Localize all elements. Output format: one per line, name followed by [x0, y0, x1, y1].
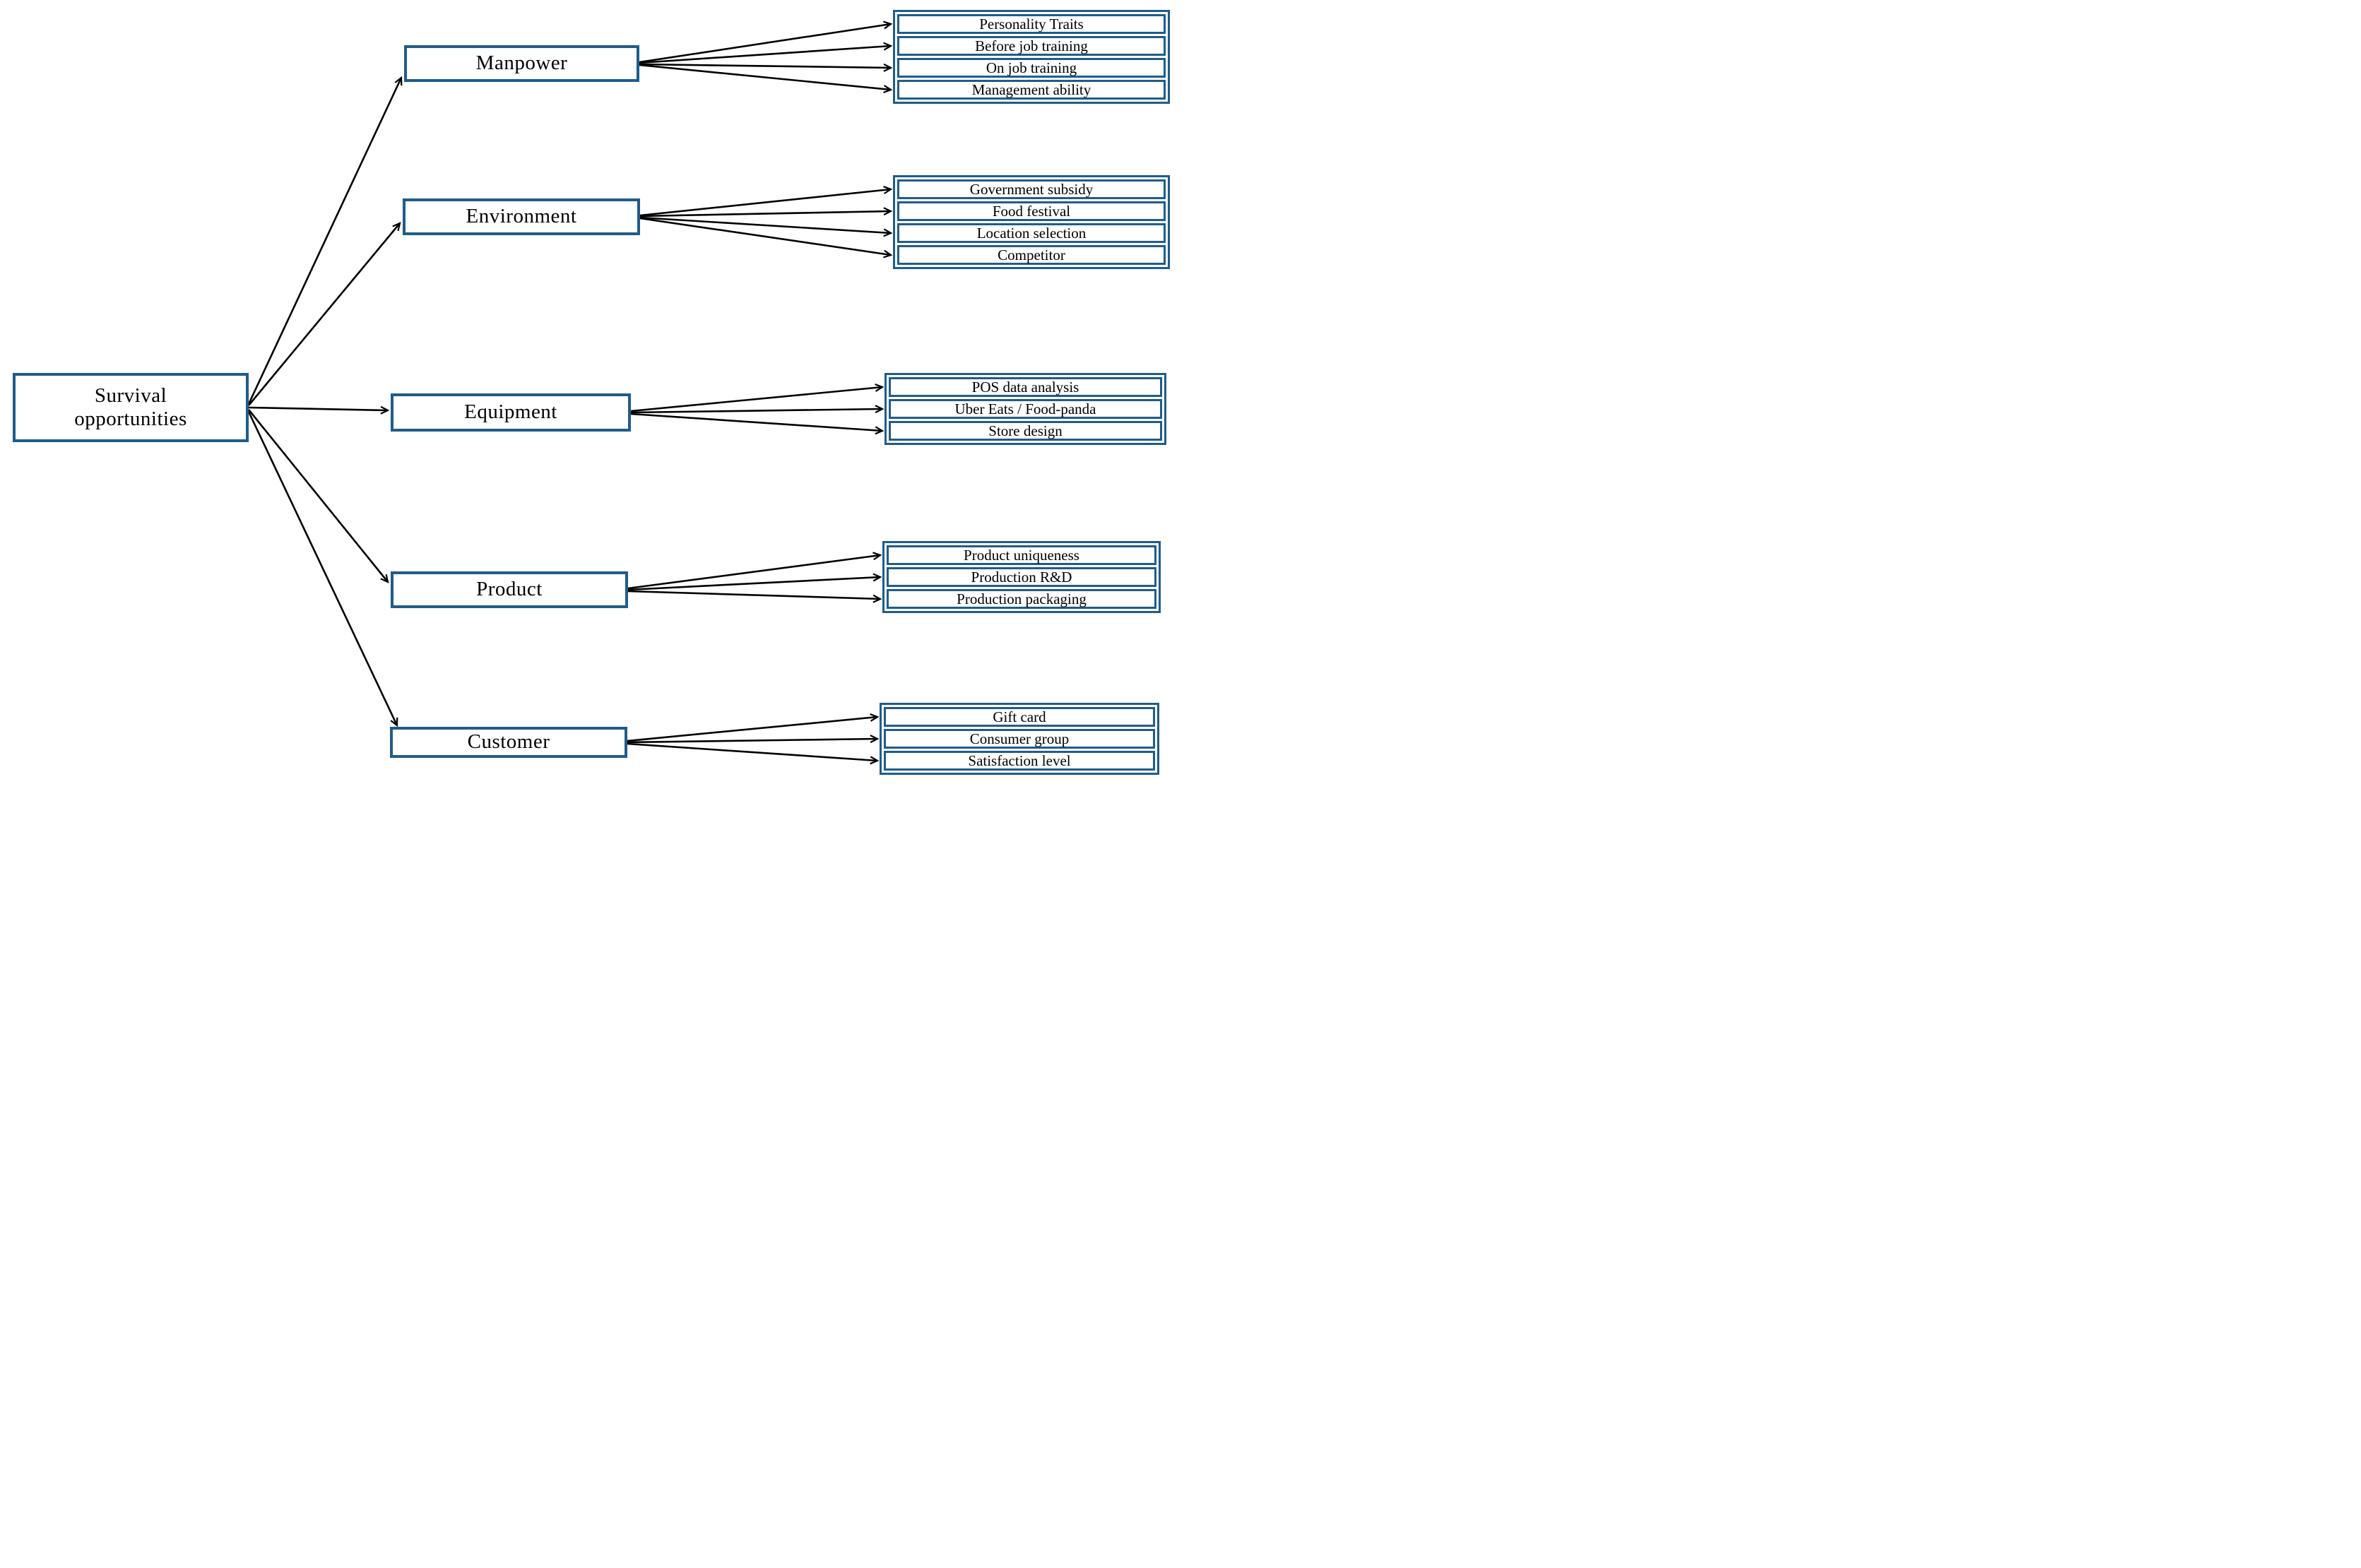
leaf-node-uber-eats-food-panda: Uber Eats / Food-panda: [889, 399, 1162, 419]
arrow-customer-leaf-2: [627, 742, 880, 765]
category-label: Equipment: [464, 400, 557, 424]
leaf-group-customer: Gift card Consumer group Satisfaction le…: [880, 703, 1159, 775]
leaf-group-product: Product uniqueness Production R&D Produc…: [882, 541, 1161, 613]
leaf-label: Product uniqueness: [964, 546, 1079, 564]
category-node-environment: Environment: [403, 198, 640, 235]
category-node-equipment: Equipment: [391, 393, 631, 432]
leaf-node-personality-traits: Personality Traits: [897, 14, 1166, 34]
leaf-label: Consumer group: [969, 730, 1070, 747]
leaf-label: Uber Eats / Food-panda: [954, 400, 1096, 417]
leaf-label: Before job training: [975, 37, 1088, 54]
arrow-equipment-leaf-2: [630, 412, 884, 435]
root-node-survival-opportunities: Survival opportunities: [13, 373, 249, 442]
leaf-node-consumer-group: Consumer group: [884, 729, 1155, 749]
arrow-customer-leaf-0: [627, 713, 880, 742]
leaf-label: POS data analysis: [971, 378, 1079, 396]
arrow-equipment-leaf-0: [630, 383, 884, 412]
arrow-root-to-product: [247, 409, 389, 583]
arrow-product-leaf-0: [627, 552, 882, 590]
arrow-customer-leaf-1: [627, 735, 880, 744]
leaf-label: Food festival: [992, 202, 1071, 220]
leaf-label: Location selection: [976, 224, 1087, 242]
leaf-group-manpower: Personality Traits Before job training O…: [893, 10, 1170, 104]
diagram-canvas: Survival opportunities Manpower Environm…: [0, 0, 1180, 784]
leaf-node-management-ability: Management ability: [897, 80, 1166, 100]
arrow-equipment-leaf-1: [630, 405, 884, 414]
leaf-group-equipment: POS data analysis Uber Eats / Food-panda…: [884, 373, 1166, 445]
leaf-label: Production packaging: [957, 590, 1087, 607]
leaf-label: Competitor: [998, 246, 1065, 263]
leaf-node-product-uniqueness: Product uniqueness: [887, 545, 1156, 565]
leaf-label: Gift card: [993, 708, 1046, 725]
arrow-root-to-customer: [247, 411, 398, 727]
leaf-label: Management ability: [971, 81, 1091, 98]
leaf-node-location-selection: Location selection: [897, 223, 1166, 243]
category-node-customer: Customer: [390, 727, 627, 758]
leaf-node-competitor: Competitor: [897, 245, 1166, 265]
arrow-root-to-environment: [247, 222, 401, 406]
root-node-label: Survival opportunities: [74, 384, 187, 430]
leaf-node-before-job-training: Before job training: [897, 36, 1166, 56]
leaf-node-pos-data-analysis: POS data analysis: [889, 377, 1162, 397]
leaf-label: Satisfaction level: [968, 752, 1071, 769]
leaf-label: Store design: [988, 422, 1063, 439]
leaf-node-government-subsidy: Government subsidy: [897, 179, 1166, 199]
category-node-manpower: Manpower: [404, 45, 639, 82]
leaf-node-satisfaction-level: Satisfaction level: [884, 751, 1155, 771]
arrow-root-to-equipment: [248, 405, 390, 415]
leaf-node-production-rd: Production R&D: [887, 567, 1156, 587]
leaf-group-environment: Government subsidy Food festival Locatio…: [893, 175, 1170, 269]
arrow-environment-leaf-1: [639, 207, 893, 218]
leaf-node-gift-card: Gift card: [884, 707, 1155, 727]
leaf-label: Government subsidy: [969, 180, 1094, 198]
arrow-environment-leaf-0: [639, 186, 893, 217]
leaf-label: Production R&D: [971, 568, 1072, 586]
arrow-manpower-leaf-3: [639, 64, 893, 94]
category-node-product: Product: [391, 571, 628, 608]
leaf-node-food-festival: Food festival: [897, 201, 1166, 221]
arrow-product-leaf-1: [627, 573, 882, 591]
category-label: Environment: [466, 205, 577, 228]
leaf-label: On job training: [986, 59, 1077, 76]
arrow-manpower-leaf-1: [639, 42, 893, 64]
category-label: Customer: [467, 730, 550, 754]
arrow-manpower-leaf-0: [639, 20, 893, 64]
leaf-node-store-design: Store design: [889, 421, 1162, 441]
arrow-product-leaf-2: [627, 590, 882, 603]
arrow-environment-leaf-3: [639, 217, 893, 259]
arrow-root-to-manpower: [247, 76, 403, 405]
category-label: Product: [476, 578, 543, 601]
category-label: Manpower: [475, 52, 568, 75]
leaf-node-production-packaging: Production packaging: [887, 589, 1156, 609]
leaf-label: Personality Traits: [979, 15, 1084, 32]
arrow-environment-leaf-2: [639, 216, 893, 237]
arrow-manpower-leaf-2: [639, 63, 893, 72]
leaf-node-on-job-training: On job training: [897, 58, 1166, 78]
